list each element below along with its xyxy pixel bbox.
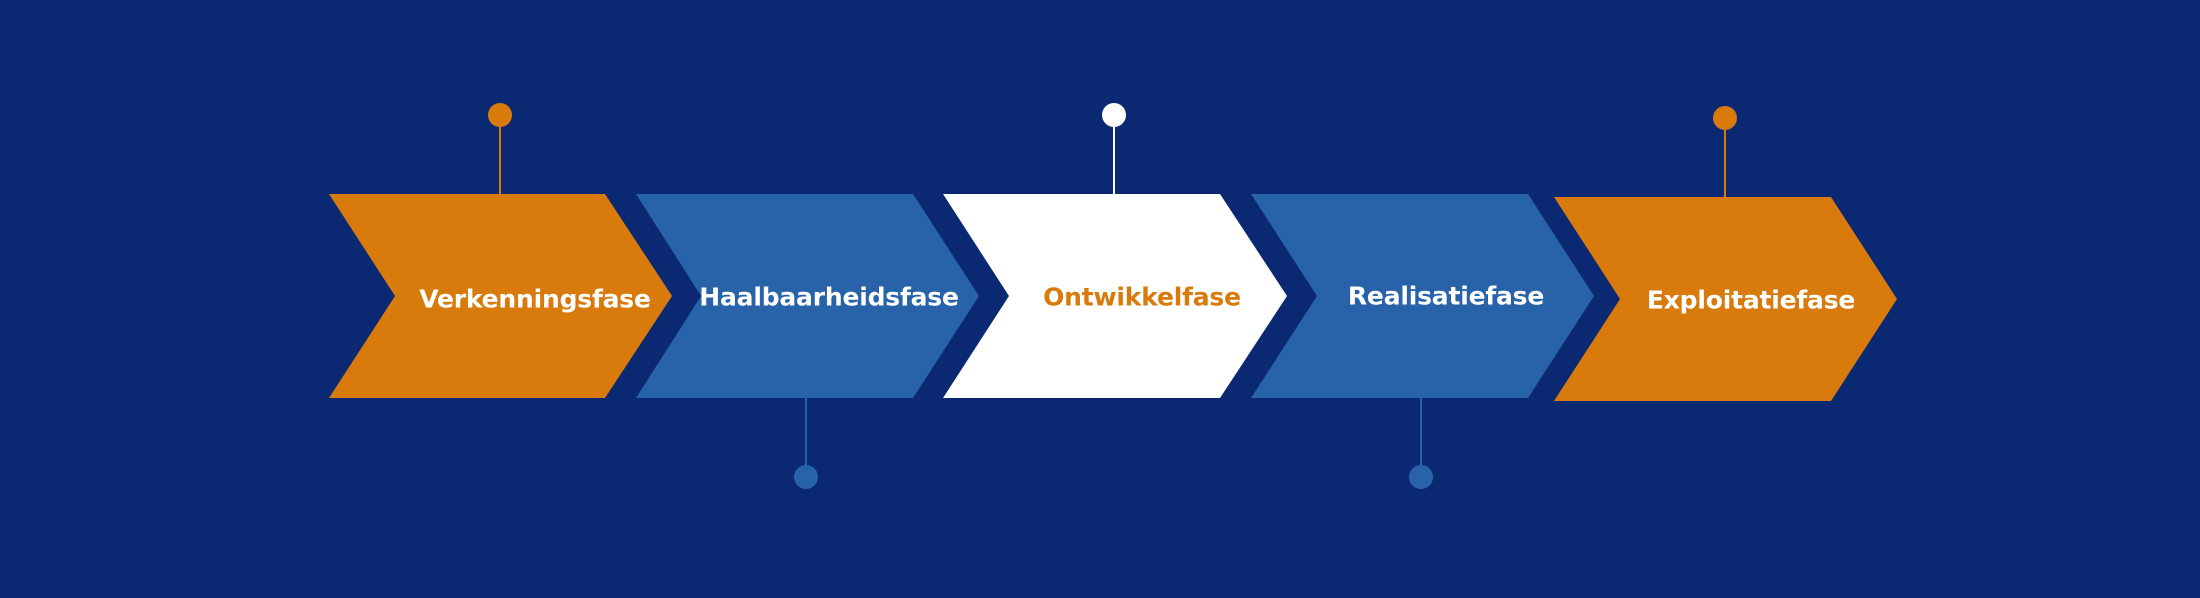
- phase-ontwikkelfase: [943, 103, 1287, 398]
- pin-dot-icon: [794, 465, 818, 489]
- phase-label-ontwikkelfase: Ontwikkelfase: [1043, 282, 1241, 312]
- phase-haalbaarheidsfase: [636, 194, 979, 489]
- chevron-shape: [636, 194, 979, 398]
- phase-label-verkenningsfase: Verkenningsfase: [419, 284, 651, 314]
- phase-label-realisatiefase: Realisatiefase: [1347, 281, 1545, 311]
- pin-dot-icon: [488, 103, 512, 127]
- pin-dot-icon: [1713, 106, 1737, 130]
- chevron-shape: [1554, 197, 1897, 401]
- pin-dot-icon: [1102, 103, 1126, 127]
- chevron-shape: [943, 194, 1287, 398]
- phase-exploitatiefase: [1554, 106, 1897, 401]
- chevron-shape: [329, 194, 672, 398]
- pin-dot-icon: [1409, 465, 1433, 489]
- phase-label-haalbaarheidsfase: Haalbaarheidsfase: [699, 282, 959, 312]
- phase-label-exploitatiefase: Exploitatiefase: [1646, 285, 1856, 315]
- phase-verkenningsfase: [329, 103, 672, 398]
- chevron-shape: [1251, 194, 1594, 398]
- phase-realisatiefase: [1251, 194, 1594, 489]
